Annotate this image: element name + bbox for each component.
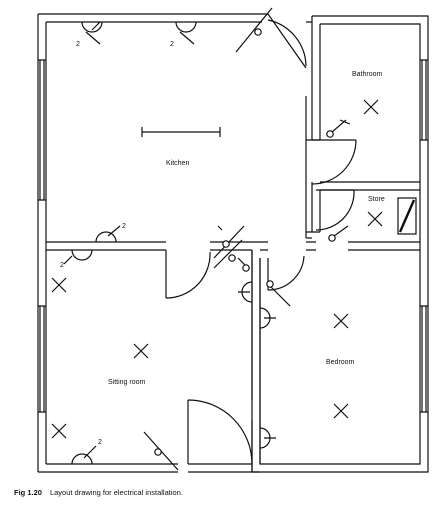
wall-bathroom-south [311, 181, 420, 191]
socket-kitchen-top-left [81, 21, 103, 45]
door-kitchen-entrance [267, 13, 307, 69]
wall-right-block-outer [251, 15, 429, 473]
wall-left-block-outer [37, 13, 268, 473]
wall-store-south [306, 241, 420, 251]
door-kitchen-sitting [165, 250, 211, 299]
figure-caption-text: Layout drawing for electrical installati… [49, 488, 183, 497]
wall-kitchen-south [46, 241, 252, 251]
room-label-kitchen: Kitchen [166, 160, 189, 167]
wall-right-block-inner [259, 23, 421, 465]
room-label-sitting-room: Sitting room [108, 379, 146, 386]
socket-rating: 2 [76, 41, 80, 48]
socket-sitting-bottom [71, 445, 97, 465]
switch-kitchen-entrance [235, 7, 273, 53]
light-point-bathroom [363, 99, 379, 115]
window-sitting-west [38, 305, 46, 413]
socket-kitchen-bottom [95, 225, 121, 243]
light-point-store [367, 211, 383, 227]
socket-kitchen-top-right [175, 21, 197, 45]
room-label-store: Store [368, 196, 385, 203]
socket-sitting-top-left [63, 249, 93, 265]
window-bedroom-east [420, 305, 428, 413]
switch-hall [242, 264, 250, 272]
socket-hall [238, 281, 253, 303]
wall-left-block-inner [45, 21, 262, 465]
wall-kitchen-east [305, 16, 313, 238]
switch-store [328, 234, 336, 242]
wall-light-sitting-top [51, 277, 67, 293]
switch-sitting-room [154, 448, 162, 456]
socket-bedroom-1 [259, 307, 276, 329]
room-label-bathroom: Bathroom [352, 71, 383, 78]
wall-store-west [306, 190, 321, 239]
window-kitchen-west [38, 59, 46, 201]
door-bathroom [311, 139, 357, 185]
socket-rating: 2 [60, 262, 64, 269]
light-point-sitting [133, 343, 149, 359]
wall-bathroom-west [306, 24, 321, 141]
figure-caption: Fig 1.20 Layout drawing for electrical in… [14, 488, 183, 497]
door-store [315, 189, 355, 231]
wall-hall-west [251, 250, 261, 472]
door-sitting-room [187, 399, 253, 465]
socket-rating: 2 [98, 439, 102, 446]
socket-rating: 2 [122, 223, 126, 230]
figure-number: Fig 1.20 [14, 488, 42, 497]
light-point-bedroom-2 [333, 403, 349, 419]
switch-sitting-north [228, 254, 236, 262]
wall-hall-south-kitchen [252, 241, 268, 251]
room-label-bedroom: Bedroom [326, 359, 355, 366]
light-point-bedroom-1 [333, 313, 349, 329]
switch-bathroom [326, 130, 334, 138]
store-tank [397, 197, 417, 235]
switch-kitchen-entrance-dot [254, 28, 262, 36]
window-bathroom-east [420, 59, 428, 141]
socket-bedroom-2 [259, 427, 276, 449]
socket-rating: 2 [170, 41, 174, 48]
wall-light-sitting-bottom [51, 423, 67, 439]
kitchen-fluorescent-fitting [141, 127, 221, 137]
switch-bedroom [266, 280, 274, 288]
switch-kitchen-south [222, 240, 230, 248]
